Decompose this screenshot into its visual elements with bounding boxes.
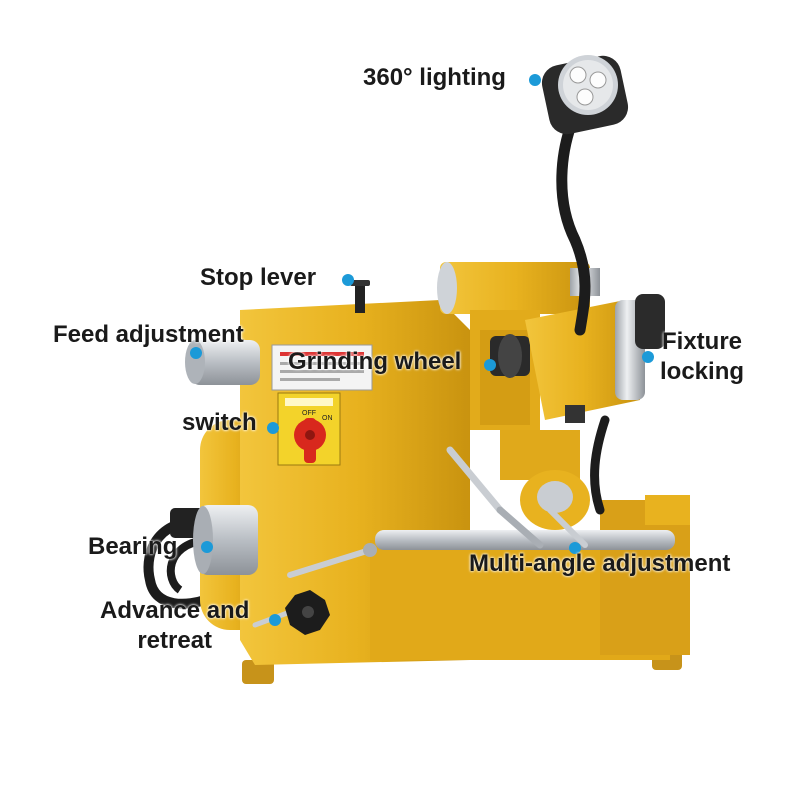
label-bearing: Bearing — [88, 533, 178, 560]
dot-multi-angle — [569, 542, 581, 554]
dot-switch — [267, 422, 279, 434]
label-advance-retreat-line2: retreat — [137, 627, 213, 654]
grinding-wheel — [490, 334, 530, 378]
guide-rod — [375, 530, 675, 550]
label-switch: switch — [182, 409, 257, 436]
label-advance-retreat: Advance and retreat — [100, 596, 249, 656]
dot-lighting — [529, 74, 541, 86]
fixture-head — [525, 294, 665, 423]
label-advance-retreat-line1: Advance and — [100, 597, 250, 624]
gooseneck-lamp — [541, 55, 629, 515]
label-lighting: 360° lighting — [363, 64, 506, 91]
label-fixture-locking-line2: locking — [660, 358, 745, 385]
dot-feed-adjustment — [190, 347, 202, 359]
bearing-drum — [193, 505, 258, 575]
nameplate — [271, 344, 373, 391]
multi-angle-base — [500, 430, 590, 530]
label-stop-lever: Stop lever — [200, 264, 317, 291]
label-fixture-locking: Fixture locking — [660, 327, 744, 387]
switch-off-text: OFF — [302, 410, 316, 417]
label-grinding-wheel: Grinding wheel — [288, 348, 462, 375]
callout-dots — [190, 74, 654, 626]
star-knob — [285, 590, 330, 635]
label-fixture-locking-line1: Fixture — [662, 328, 743, 355]
dot-stop-lever — [342, 274, 354, 286]
dot-fixture-locking — [642, 351, 654, 363]
levers — [252, 280, 588, 628]
label-multi-angle: Multi-angle adjustment — [469, 550, 731, 577]
switch-on-text: ON — [322, 415, 333, 422]
switch-panel: OFF ON — [277, 392, 341, 466]
dot-grinding-wheel — [484, 359, 496, 371]
label-feed-adjustment: Feed adjustment — [53, 321, 244, 348]
dot-bearing — [201, 541, 213, 553]
dot-advance-retreat — [269, 614, 281, 626]
